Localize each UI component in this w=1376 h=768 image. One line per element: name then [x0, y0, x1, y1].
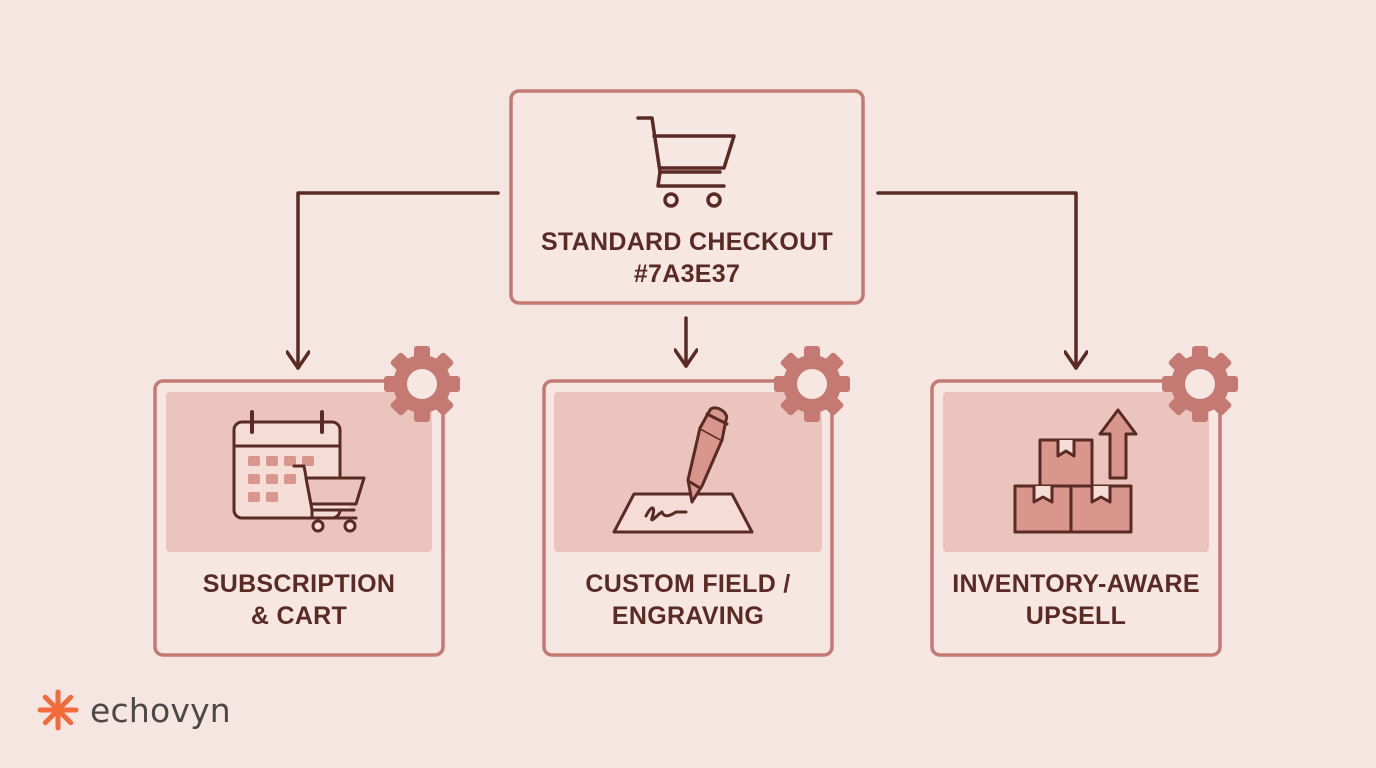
root-node-label: STANDARD CHECKOUT #7A3E37: [511, 226, 863, 290]
connector-left: [298, 191, 500, 370]
child-node-2-panel: [554, 392, 822, 552]
boxes-arrow-up-icon: [1013, 408, 1138, 534]
child-node-custom-field: [542, 346, 850, 657]
child-node-3-label: INVENTORY-AWARE UPSELL: [932, 568, 1220, 632]
root-node-label-line1: STANDARD CHECKOUT: [540, 228, 834, 256]
child-node-1-label-line1: SUBSCRIPTION: [202, 570, 396, 598]
shopping-cart-icon: [636, 116, 736, 208]
root-node: [509, 89, 865, 305]
child-node-1-label-line2: & CART: [250, 602, 348, 630]
brand-logo: echovyn: [36, 682, 231, 738]
root-node-box: [509, 89, 865, 305]
gear-icon: [1162, 346, 1238, 422]
child-node-2-label-line1: CUSTOM FIELD /: [585, 570, 791, 598]
connectors: [298, 191, 1076, 370]
asterisk-logo-icon: [37, 689, 79, 731]
child-node-2-label: CUSTOM FIELD / ENGRAVING: [544, 568, 832, 632]
gear-icon: [774, 346, 850, 422]
connector-right: [876, 191, 1076, 370]
child-node-1-label: SUBSCRIPTION & CART: [155, 568, 443, 632]
gear-icon: [384, 346, 460, 422]
pen-signature-icon: [612, 406, 754, 534]
root-node-label-line2: #7A3E37: [633, 260, 741, 288]
child-node-2-label-line2: ENGRAVING: [611, 602, 765, 630]
child-node-inventory-upsell: [930, 346, 1238, 657]
brand-name: echovyn: [90, 690, 231, 730]
child-node-3-label-line1: INVENTORY-AWARE: [952, 570, 1200, 598]
calendar-cart-icon: [232, 410, 366, 533]
child-node-subscription-cart: [153, 346, 460, 657]
child-node-3-label-line2: UPSELL: [1025, 602, 1127, 630]
